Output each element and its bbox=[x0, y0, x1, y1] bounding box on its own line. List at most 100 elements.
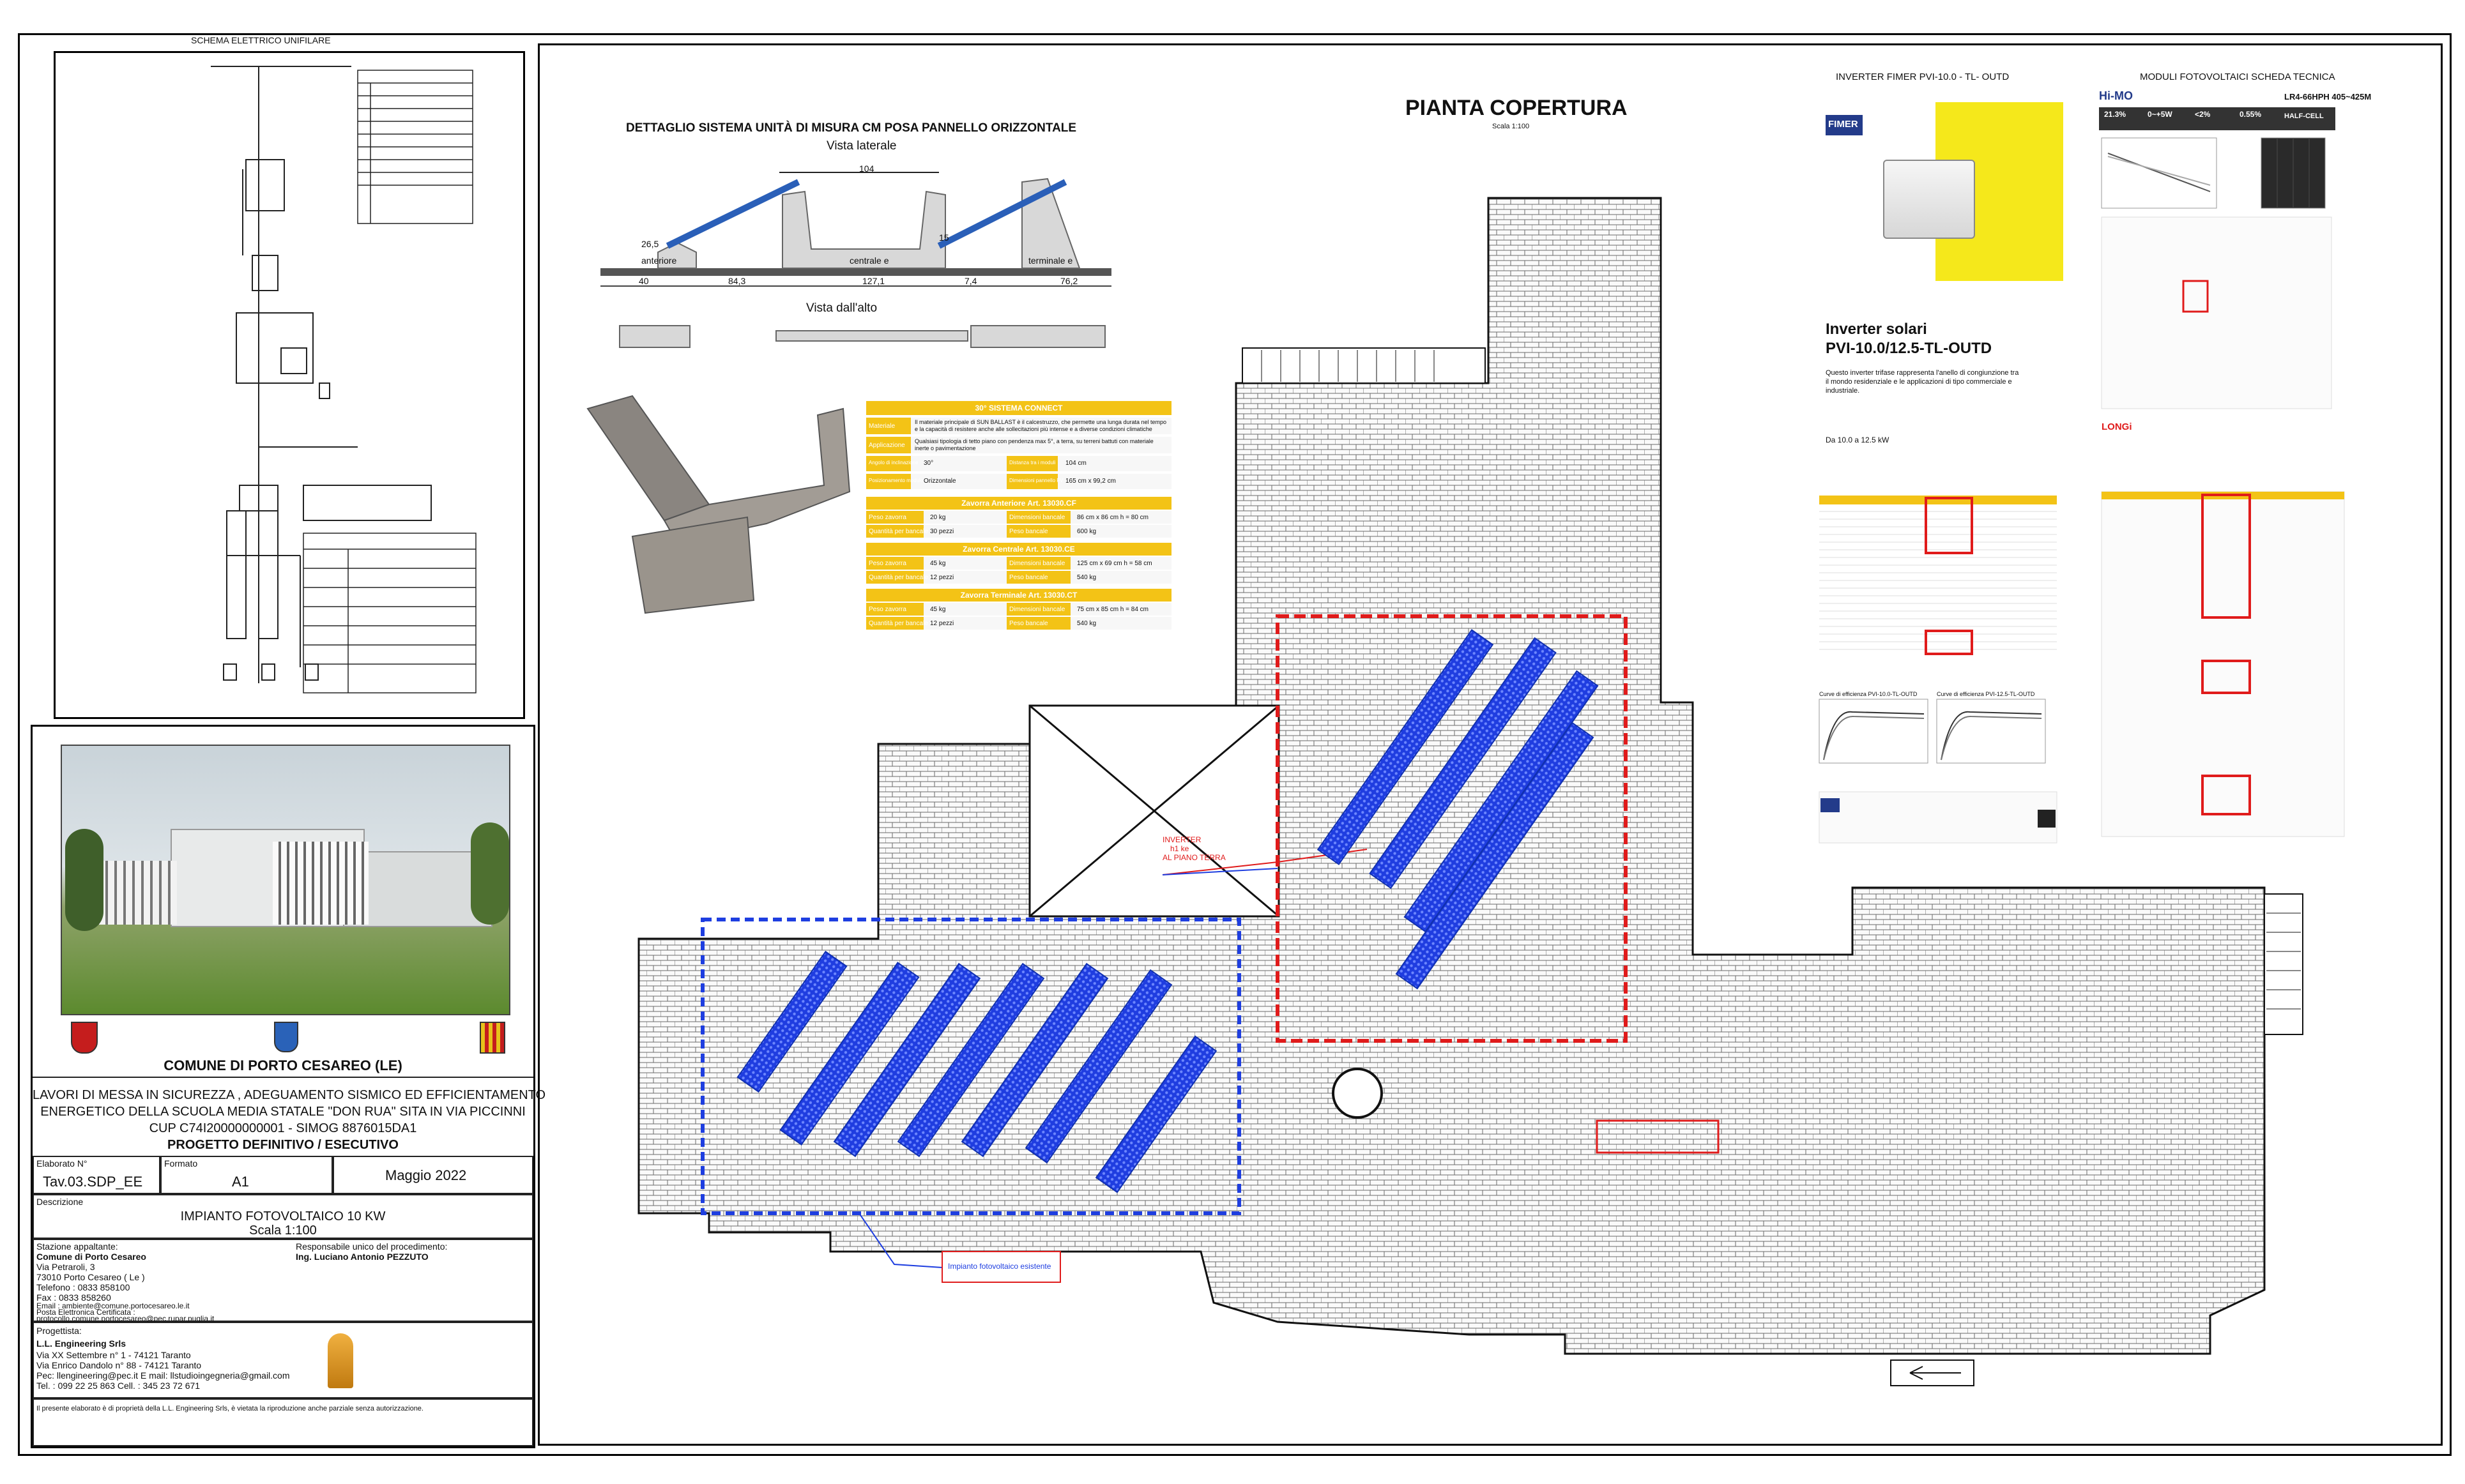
connect-row-4: Posizionamento modulo Orizzontale Dimens… bbox=[866, 474, 1171, 489]
inverter-header: INVERTER FIMER PVI-10.0 - TL- OUTD bbox=[1836, 72, 2010, 82]
label-terminale: terminale e bbox=[1028, 255, 1073, 266]
inverter-highlight-1 bbox=[1925, 497, 1973, 554]
footer-note-cell: Il presente elaborato è di proprietà del… bbox=[33, 1398, 533, 1446]
st-r2c4: 540 kg bbox=[1077, 620, 1097, 627]
label-centrale: centrale e bbox=[850, 255, 889, 266]
description-line2: ENERGETICO DELLA SCUOLA MEDIA STATALE "D… bbox=[40, 1105, 526, 1119]
inverter-desc-2: il mondo residenziale e le applicazioni … bbox=[1826, 378, 2012, 386]
stazione-pec: protocollo.comune.portocesareo@pec.rupar… bbox=[36, 1314, 215, 1323]
connect-row-2: Applicazione Qualsiasi tipologia di tett… bbox=[866, 437, 1171, 453]
outer-frame bbox=[18, 33, 2452, 1456]
stazione-name: Comune di Porto Cesareo bbox=[36, 1252, 146, 1262]
label-anteriore: anteriore bbox=[641, 255, 677, 266]
description-line1: LAVORI DI MESSA IN SICUREZZA , ADEGUAMEN… bbox=[33, 1088, 546, 1102]
footer-note: Il presente elaborato è di proprietà del… bbox=[36, 1405, 424, 1412]
connect-row-4-label2: Dimensioni pannello FV bbox=[1009, 478, 1064, 483]
progettista-addr2: Via Enrico Dandolo n° 88 - 74121 Taranto bbox=[36, 1360, 202, 1370]
inverter-plan-label-3: AL PIANO TERRA bbox=[1163, 853, 1226, 862]
module-stat-4: 0.55% bbox=[2240, 110, 2262, 119]
section-centrale: Zavorra Centrale Art. 13030.CE Peso zavo… bbox=[866, 543, 1171, 585]
sa-r2c3: Peso bancale bbox=[1009, 528, 1048, 535]
connect-row-3-label: Angolo di inclinazione bbox=[869, 460, 919, 466]
rup-name: Ing. Luciano Antonio PEZZUTO bbox=[296, 1252, 429, 1262]
module-brand: Hi-MO bbox=[2099, 89, 2133, 102]
module-stat-5: HALF-CELL bbox=[2284, 112, 2324, 120]
plan-title: PIANTA COPERTURA bbox=[1405, 96, 1628, 120]
municipality: COMUNE DI PORTO CESAREO (LE) bbox=[164, 1057, 402, 1073]
st-r1c1: Peso zavorra bbox=[869, 606, 906, 613]
side-view-label: Vista laterale bbox=[827, 139, 897, 153]
subject-value: IMPIANTO FOTOVOLTAICO 10 KW bbox=[180, 1209, 386, 1223]
description-box bbox=[33, 1077, 533, 1078]
subject-cell: Descrizione IMPIANTO FOTOVOLTAICO 10 KW … bbox=[33, 1194, 533, 1239]
elaborato-label: Elaborato N° bbox=[36, 1158, 88, 1169]
dim-5: 76,2 bbox=[1060, 276, 1078, 286]
description-line3: CUP C74I20000000001 - SIMOG 8876015DA1 bbox=[149, 1121, 417, 1135]
sc-r1c4: 125 cm x 69 cm h = 58 cm bbox=[1077, 560, 1152, 567]
inverter-title-2: PVI-10.0/12.5-TL-OUTD bbox=[1826, 340, 1992, 357]
connect-row-3: Angolo di inclinazione 30° Distanza tra … bbox=[866, 456, 1171, 471]
crest-center bbox=[274, 1022, 298, 1052]
formato-label: Formato bbox=[164, 1158, 198, 1169]
stazione-fax: Fax : 0833 858260 bbox=[36, 1292, 111, 1303]
date-cell: Maggio 2022 bbox=[333, 1156, 533, 1194]
angle-1: 26,5 bbox=[641, 239, 659, 249]
stazione-pec-label: Posta Elettronica Certificata : bbox=[36, 1308, 135, 1317]
angle-2: 15 bbox=[939, 232, 949, 243]
stazione-tel: Telefono : 0833 858100 bbox=[36, 1282, 130, 1292]
detail-title: DETTAGLIO SISTEMA UNITÀ DI MISURA CM POS… bbox=[626, 121, 1077, 135]
sa-r1c3: Dimensioni bancale bbox=[1009, 514, 1065, 521]
connect-row-4-value2: 165 cm x 99,2 cm bbox=[1065, 478, 1116, 485]
stazione-cell: Stazione appaltante: Comune di Porto Ces… bbox=[33, 1239, 533, 1323]
inverter-plan-label-1: INVERTER bbox=[1163, 835, 1202, 844]
descrizione-label: Descrizione bbox=[36, 1197, 84, 1207]
tree-left bbox=[65, 829, 103, 931]
module-stat-3: <2% bbox=[2195, 110, 2211, 119]
inverter-highlight-2 bbox=[1925, 630, 1973, 655]
inverter-desc-1: Questo inverter trifase rappresenta l'an… bbox=[1826, 369, 2019, 377]
st-r1c4: 75 cm x 85 cm h = 84 cm bbox=[1077, 606, 1149, 613]
dim-4: 7,4 bbox=[965, 276, 977, 286]
sc-r1c3: Dimensioni bancale bbox=[1009, 560, 1065, 567]
formato-cell: Formato A1 bbox=[160, 1156, 333, 1194]
stazione-email: Email : ambiente@comune.portocesareo.le.… bbox=[36, 1301, 190, 1310]
progettista-name: L.L. Engineering Srls bbox=[36, 1338, 126, 1349]
single-line-diagram-panel: SCHEMA ELETTRICO UNIFILARE bbox=[54, 35, 525, 719]
connect-row-1: Materiale Il materiale principale di SUN… bbox=[866, 418, 1171, 434]
module-header: MODULI FOTOVOLTAICI SCHEDA TECNICA bbox=[2140, 72, 2335, 82]
progettista-contacts: Pec: llengineering@pec.it E mail: llstud… bbox=[36, 1370, 290, 1381]
progettista-tel: Tel. : 099 22 25 863 Cell. : 345 23 72 6… bbox=[36, 1381, 201, 1391]
building-facade-right bbox=[273, 842, 369, 925]
sc-r2c3: Peso bancale bbox=[1009, 574, 1048, 581]
connect-row-1-label: Materiale bbox=[869, 423, 896, 430]
module-stat-2: 0~+5W bbox=[2148, 110, 2172, 119]
connect-row-2-label: Applicazione bbox=[869, 442, 905, 449]
title-block: COMUNE DI PORTO CESAREO (LE) LAVORI DI M… bbox=[31, 725, 546, 1448]
inverter-device bbox=[1883, 160, 1975, 239]
building-rendering bbox=[61, 745, 510, 1015]
rup-label: Responsabile unico del procedimento: bbox=[296, 1241, 448, 1252]
connect-row-3-value2: 104 cm bbox=[1065, 460, 1087, 467]
plan-scale: Scala 1:100 bbox=[1492, 123, 1530, 130]
crest-left bbox=[71, 1022, 98, 1054]
inverter-title-1: Inverter solari bbox=[1826, 321, 1927, 338]
inverter-power: Da 10.0 a 12.5 kW bbox=[1826, 435, 1889, 444]
crest-right bbox=[480, 1022, 505, 1054]
elaborato-value: Tav.03.SDP_EE bbox=[43, 1174, 143, 1190]
connect-row-3-value: 30° bbox=[924, 460, 934, 467]
sa-r1c4: 86 cm x 86 cm h = 80 cm bbox=[1077, 514, 1149, 521]
inverter-spec-table bbox=[1819, 496, 2057, 655]
stazione-address2: 73010 Porto Cesareo ( Le ) bbox=[36, 1272, 145, 1282]
module-stat-bar: 21.3% 0~+5W <2% 0.55% HALF-CELL bbox=[2099, 107, 2335, 130]
connect-row-2-value: Qualsiasi tipologia di tetto piano con p… bbox=[915, 438, 1154, 451]
scale-value: Scala 1:100 bbox=[249, 1223, 317, 1238]
sa-r2c2: 30 pezzi bbox=[930, 528, 954, 535]
progettista-cell: Progettista: L.L. Engineering Srls Via X… bbox=[33, 1322, 533, 1398]
existing-pv-label: Impianto fotovoltaico esistente bbox=[948, 1262, 1051, 1271]
connect-title: 30° SISTEMA CONNECT bbox=[975, 404, 1063, 413]
plan-frame bbox=[538, 43, 2443, 1446]
fimer-logo-text: FIMER bbox=[1828, 119, 1858, 130]
section-centrale-title: Zavorra Centrale Art. 13030.CE bbox=[963, 545, 1075, 554]
sc-r1c1: Peso zavorra bbox=[869, 560, 906, 567]
date-value: Maggio 2022 bbox=[385, 1167, 467, 1183]
